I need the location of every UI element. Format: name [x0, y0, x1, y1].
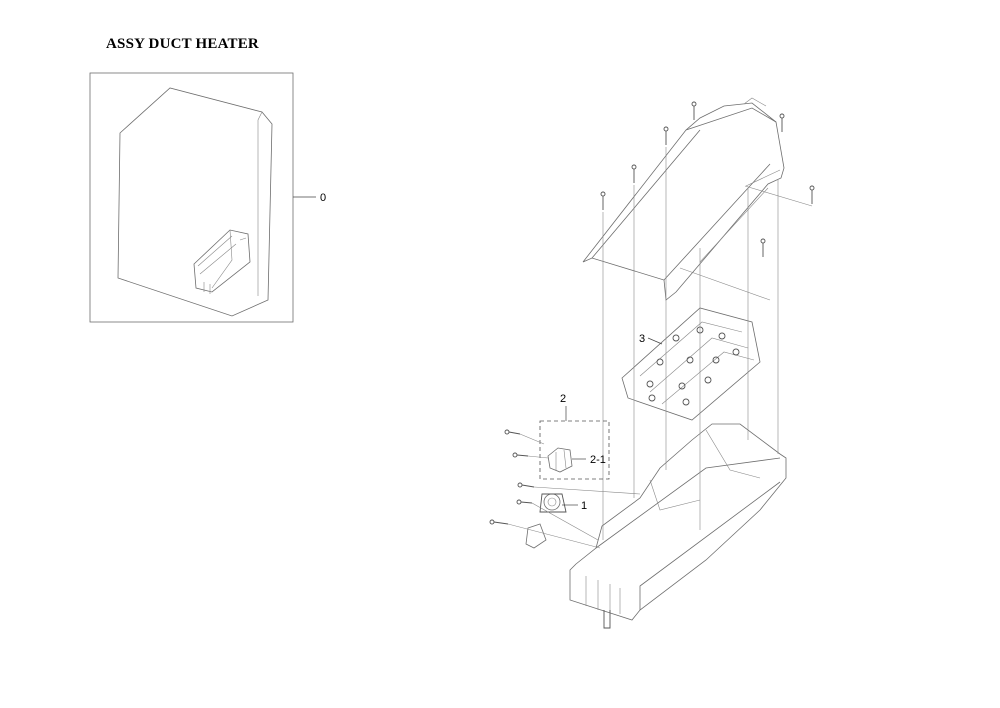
cover-screws — [600, 101, 815, 257]
heater-plate-part — [621, 307, 761, 421]
callout-3: 3 — [639, 333, 645, 345]
side-screws — [489, 429, 641, 549]
duct-cover-part — [582, 97, 813, 301]
callout-1: 1 — [581, 500, 587, 512]
callout-2-1: 2-1 — [590, 454, 606, 466]
callout-2: 2 — [560, 393, 566, 405]
diagram-title: ASSY DUCT HEATER — [106, 36, 259, 52]
thermostat-part-1 — [539, 493, 567, 513]
alignment-guides — [602, 147, 779, 540]
clip-part — [525, 523, 547, 549]
assembly-overview — [89, 72, 294, 323]
lower-housing-part — [569, 423, 787, 629]
callout-0: 0 — [320, 192, 326, 204]
bracket-part-2-1 — [547, 447, 573, 473]
part-2-group-box — [539, 420, 610, 480]
assembly-frame — [89, 72, 294, 323]
